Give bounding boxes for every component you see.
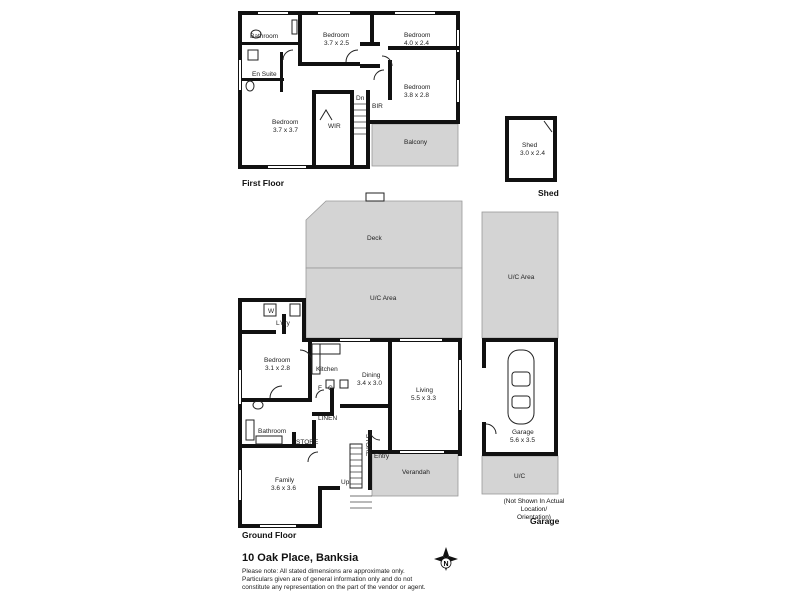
shed-room-dim: 3.0 x 2.4 xyxy=(520,150,545,157)
ground-floor-plan: Deck U/C Area W L'dry Bedroom 3.1 x 2.8 … xyxy=(238,192,559,528)
property-address: 10 Oak Place, Banksia xyxy=(242,552,359,564)
bedroom-3-label: Bedroom xyxy=(404,84,430,91)
wir-label: WIR xyxy=(328,123,341,130)
dn-label: Dn xyxy=(356,95,365,102)
up-label: Up xyxy=(341,479,350,486)
car-icon xyxy=(507,349,535,425)
shed-plan: Shed 3.0 x 2.4 xyxy=(505,116,557,182)
family-label: Family xyxy=(275,477,295,484)
dining-label: Dining xyxy=(362,372,381,379)
living-label: Living xyxy=(416,387,433,394)
compass-icon: N xyxy=(434,547,458,571)
kitchen-label: Kitchen xyxy=(316,366,338,373)
linen-label: LINEN xyxy=(318,415,337,422)
family-dim: 3.6 x 3.6 xyxy=(271,485,296,492)
balcony-area xyxy=(371,123,459,167)
garage-room-dim: 5.6 x 3.5 xyxy=(510,437,535,444)
shed-title: Shed xyxy=(538,188,559,198)
garage-uc xyxy=(481,455,559,495)
f-label: F xyxy=(318,385,322,392)
verandah-area xyxy=(371,451,459,497)
compass-n-label: N xyxy=(444,561,449,568)
disclaimer-line-3: constitute any representation on the par… xyxy=(242,584,426,591)
garage-note: (Not Shown In Actual Location/ Orientati… xyxy=(503,498,565,522)
laundry-label: L'dry xyxy=(276,320,291,327)
store-2-label: STORE xyxy=(364,434,371,457)
uc-area-label: U/C Area xyxy=(370,295,397,302)
verandah-label: Verandah xyxy=(402,469,430,476)
dining-dim: 3.4 x 3.0 xyxy=(357,380,382,387)
living-dim: 5.5 x 3.3 xyxy=(411,395,436,402)
garage-title: Garage xyxy=(530,516,560,526)
bedroom-5-dim: 3.1 x 2.8 xyxy=(265,365,290,372)
deck-label: Deck xyxy=(367,235,383,242)
garage-uc-area-label: U/C Area xyxy=(508,274,535,281)
garage-walls xyxy=(482,338,558,456)
deck-area xyxy=(305,200,463,269)
c-label: C xyxy=(328,385,333,392)
bedroom-1-label: Bedroom xyxy=(323,32,349,39)
bedroom-1-dim: 3.7 x 2.5 xyxy=(324,40,349,47)
shed-room-label: Shed xyxy=(522,142,538,149)
garage-note-line-1: (Not Shown In Actual xyxy=(503,498,565,505)
first-floor-title: First Floor xyxy=(242,178,285,188)
bedroom-5-label: Bedroom xyxy=(264,357,290,364)
disclaimer-line-1: Please note: All stated dimensions are a… xyxy=(242,568,405,575)
w-label: W xyxy=(268,308,275,315)
garage-uc-label: U/C xyxy=(514,473,526,480)
bedroom-2-dim: 4.0 x 2.4 xyxy=(404,40,429,47)
garage-note-line-2: Location/ Orientation) xyxy=(517,506,551,521)
store-1-label: STORE xyxy=(296,439,319,446)
first-floor-plan: Bathroom En Suite Bedroom 3.7 x 2.5 Bedr… xyxy=(238,11,460,169)
uc-area xyxy=(305,267,463,339)
bedroom-3-dim: 3.8 x 2.8 xyxy=(404,92,429,99)
balcony-label: Balcony xyxy=(404,139,428,146)
ground-floor-title: Ground Floor xyxy=(242,530,297,540)
bedroom-4-dim: 3.7 x 3.7 xyxy=(273,127,298,134)
gf-bathroom-label: Bathroom xyxy=(258,428,286,435)
disclaimer: Please note: All stated dimensions are a… xyxy=(242,568,432,592)
bedroom-4-label: Bedroom xyxy=(272,119,298,126)
bir-label: BIR xyxy=(372,103,383,110)
disclaimer-line-2: Particulars given are of general informa… xyxy=(242,576,413,583)
garage-room-label: Garage xyxy=(512,429,534,436)
ensuite-label: En Suite xyxy=(252,71,277,78)
entry-label: Entry xyxy=(374,453,390,460)
ff-bathroom-label: Bathroom xyxy=(250,33,278,40)
bedroom-2-label: Bedroom xyxy=(404,32,430,39)
